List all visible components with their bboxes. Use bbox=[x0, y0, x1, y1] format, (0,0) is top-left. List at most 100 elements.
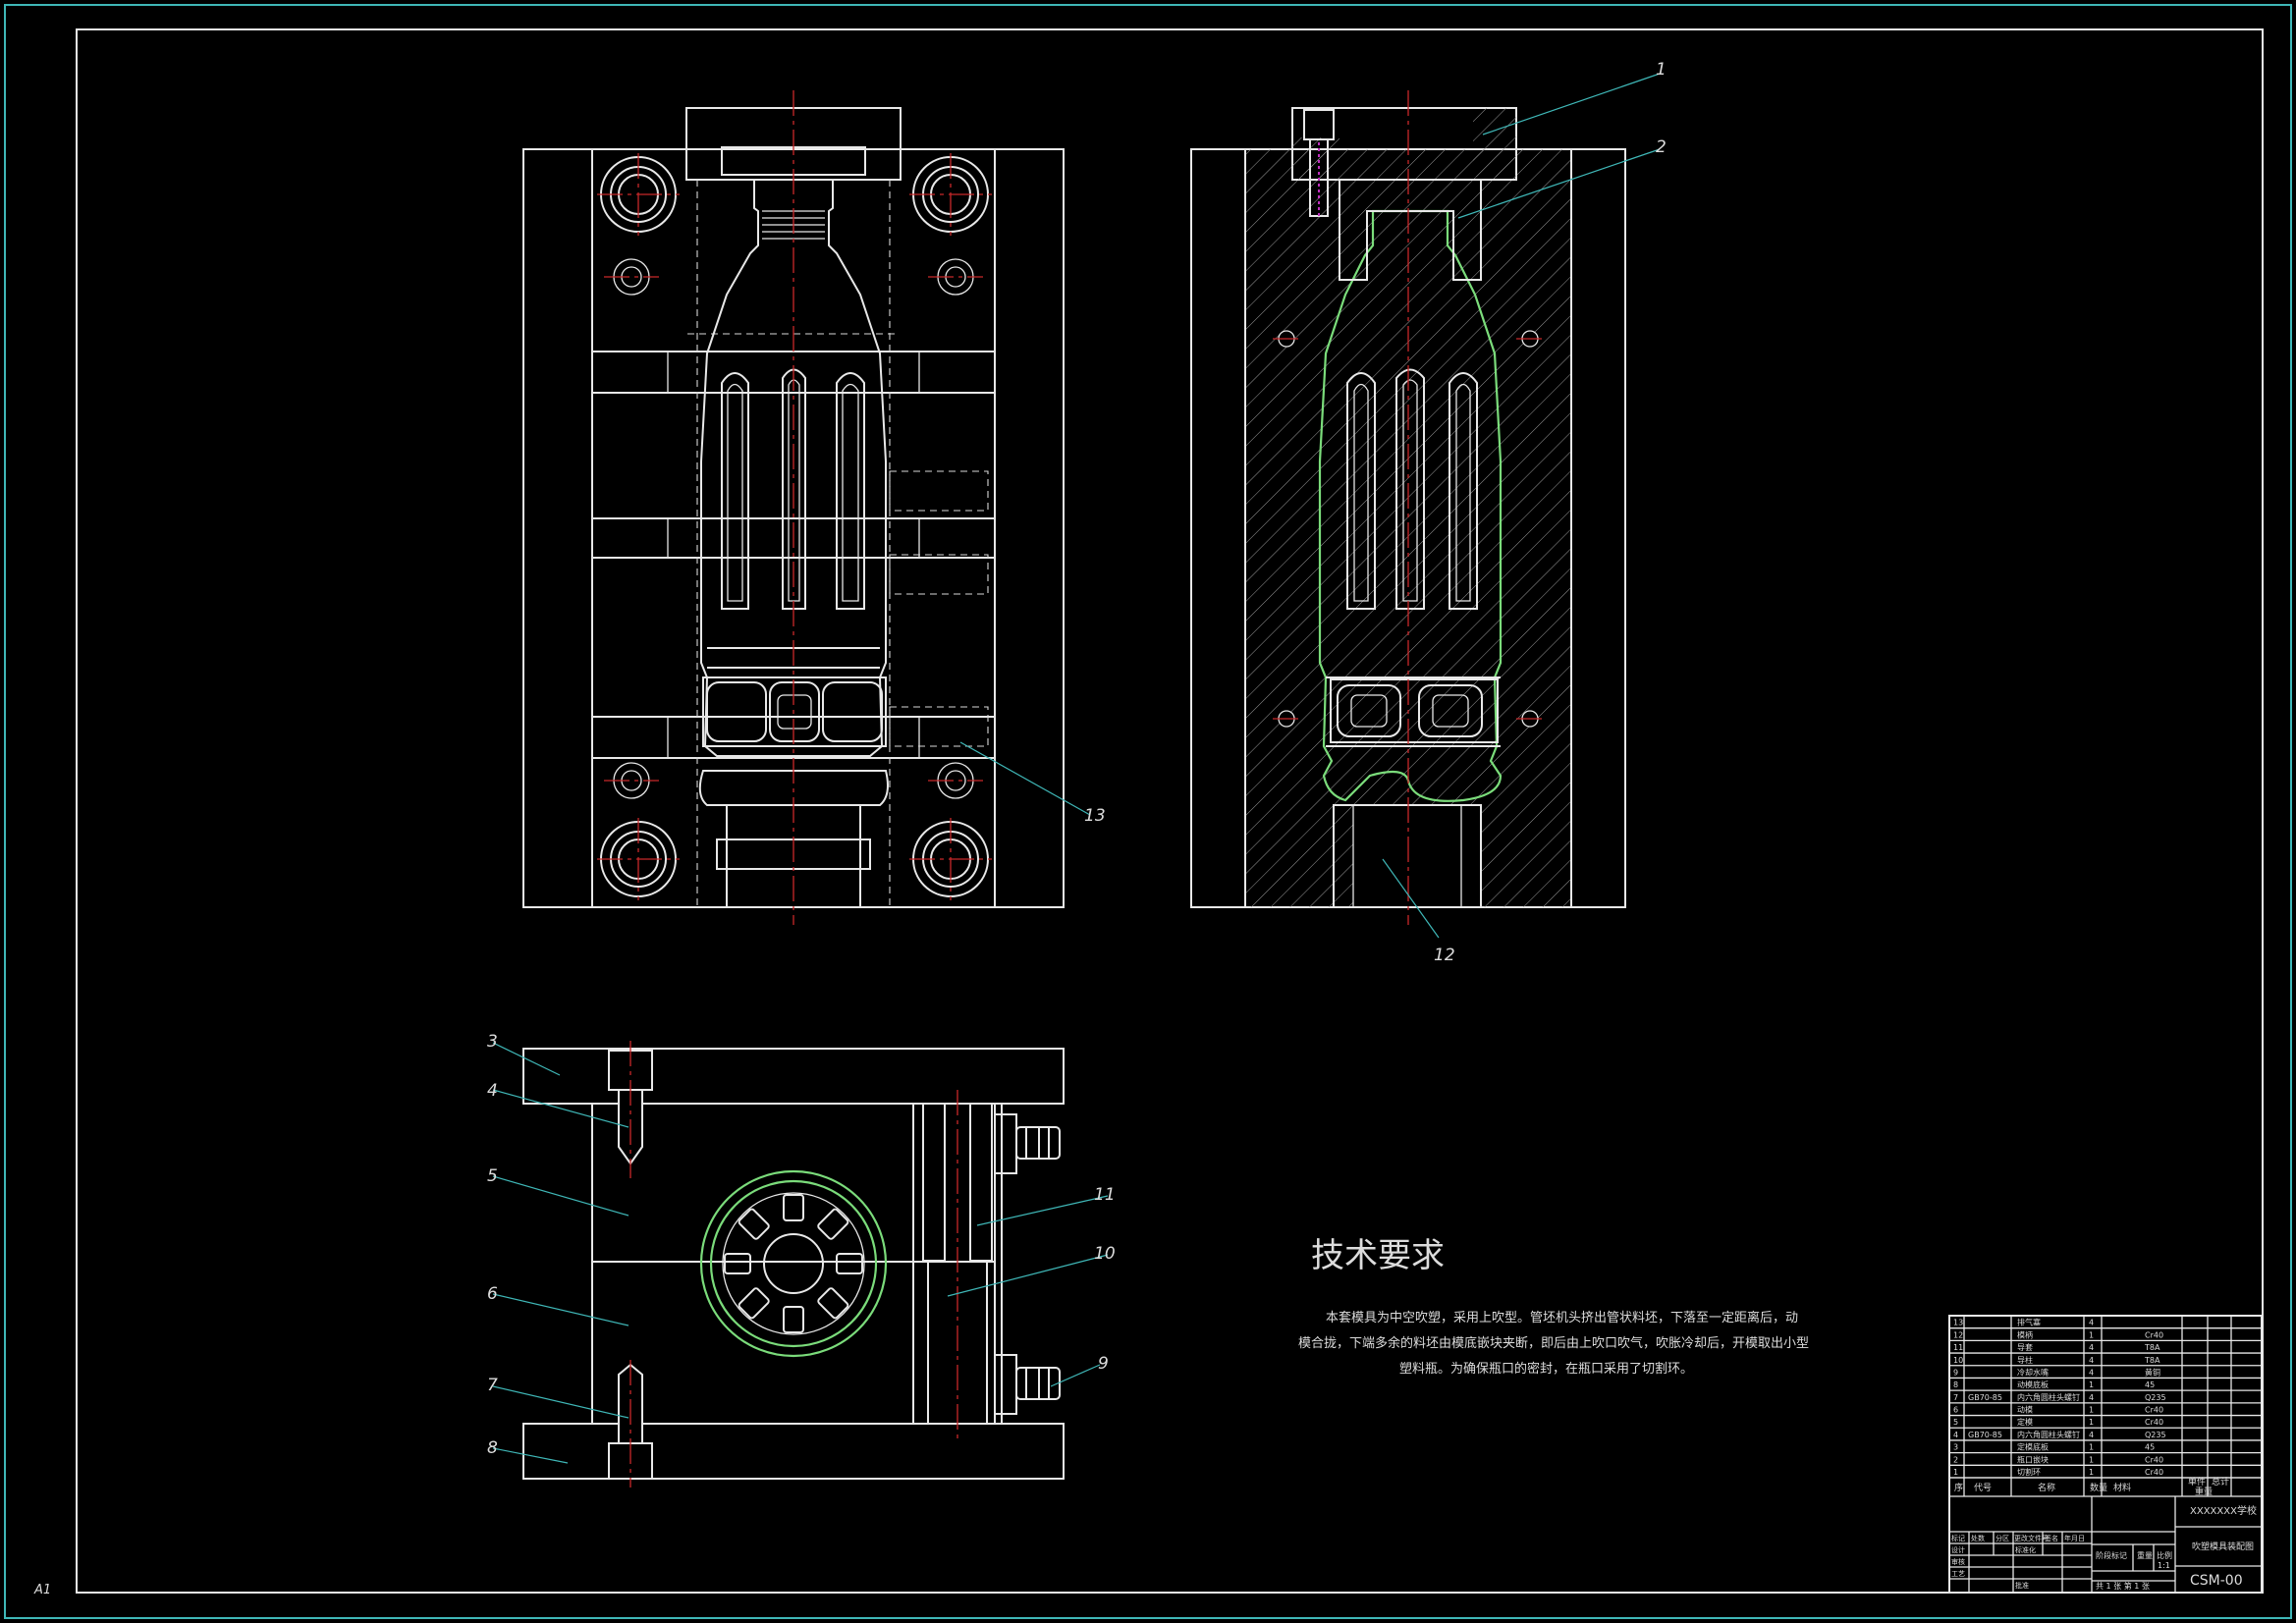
bom-cell-qty: 4 bbox=[2089, 1431, 2094, 1439]
bom-cell-mat: Q235 bbox=[2145, 1431, 2166, 1439]
bom-cell-qty: 4 bbox=[2089, 1319, 2094, 1327]
callout-10: 10 bbox=[1094, 1244, 1116, 1264]
bom-cell-name: 定模 bbox=[2017, 1417, 2033, 1427]
rev-label-5: 年月日 bbox=[2064, 1534, 2085, 1542]
bom-cell-name: 导套 bbox=[2017, 1342, 2033, 1352]
bom-cell-qty: 1 bbox=[2089, 1330, 2094, 1339]
people-labels: 设计 审核 工艺 标准化 批准 bbox=[1951, 1545, 2036, 1590]
person-label-1: 审核 bbox=[1951, 1557, 1965, 1566]
bom-cell-name: 排气塞 bbox=[2017, 1318, 2041, 1327]
bom-cell-mat: 45 bbox=[2145, 1380, 2155, 1389]
sheet-size-label: A1 bbox=[33, 1583, 51, 1597]
bom-cell-name: 冷却水嘴 bbox=[2017, 1367, 2049, 1377]
sheet-info: 共 1 张 第 1 张 bbox=[2096, 1581, 2150, 1591]
callout-numbers: 1 2 3 4 5 6 7 8 9 10 11 12 13 bbox=[487, 60, 1667, 1458]
bom-cell-qty: 4 bbox=[2089, 1393, 2094, 1402]
bom-cell-mat: Cr40 bbox=[2145, 1330, 2163, 1339]
bom-cell-no: 6 bbox=[1953, 1406, 1958, 1415]
bom-cell-qty: 1 bbox=[2089, 1406, 2094, 1415]
drawing-title: 吹塑模具装配图 bbox=[2192, 1541, 2254, 1552]
bom-header-code: 代号 bbox=[1974, 1483, 1992, 1493]
bom-cell-qty: 4 bbox=[2089, 1356, 2094, 1365]
drawing-number: CSM-00 bbox=[2190, 1573, 2243, 1589]
school-name: XXXXXXX学校 bbox=[2190, 1504, 2257, 1517]
bom-cell-name: 内六角圆柱头螺钉 bbox=[2017, 1430, 2080, 1439]
bom-cell-no: 7 bbox=[1953, 1393, 1958, 1402]
bom-cell-name: 瓶口嵌块 bbox=[2017, 1454, 2049, 1464]
callout-2: 2 bbox=[1656, 137, 1667, 157]
bom-cell-qty: 4 bbox=[2089, 1343, 2094, 1352]
person-label-3: 标准化 bbox=[2015, 1545, 2036, 1554]
bom-cell-no: 11 bbox=[1953, 1343, 1963, 1352]
bom-header-wt1: 单件 bbox=[2188, 1476, 2206, 1488]
top-view-bottom bbox=[522, 1041, 1065, 1488]
bom-cell-qty: 1 bbox=[2089, 1418, 2094, 1427]
callout-4: 4 bbox=[487, 1081, 498, 1101]
callout-12: 12 bbox=[1434, 946, 1455, 965]
bom-header-qty: 数量 bbox=[2090, 1482, 2107, 1493]
bom-cell-name: 内六角圆柱头螺钉 bbox=[2017, 1392, 2080, 1402]
weight-label: 重量 bbox=[2137, 1550, 2153, 1560]
bom-cell-qty: 1 bbox=[2089, 1455, 2094, 1464]
bom-cell-no: 13 bbox=[1953, 1319, 1963, 1327]
bom-cell-mat: Cr40 bbox=[2145, 1455, 2163, 1464]
callout-6: 6 bbox=[487, 1284, 498, 1304]
technical-requirements: 技术要求 本套模具为中空吹塑，采用上吹型。管坯机头挤出管状料坯，下落至一定距离后… bbox=[1298, 1236, 1809, 1377]
bom-cell-mat: T8A bbox=[2144, 1356, 2160, 1365]
bom-cell-code: GB70-85 bbox=[1968, 1431, 2002, 1439]
scale-value: 1:1 bbox=[2158, 1561, 2170, 1570]
bom-header-weight: 重量 bbox=[2195, 1486, 2213, 1497]
bom-cell-no: 2 bbox=[1953, 1455, 1958, 1464]
bom-cell-qty: 1 bbox=[2089, 1380, 2094, 1389]
bom-cell-no: 5 bbox=[1953, 1418, 1958, 1427]
bom-cell-no: 12 bbox=[1953, 1330, 1963, 1339]
rev-label-4: 签名 bbox=[2045, 1534, 2058, 1542]
bom-cell-mat: Q235 bbox=[2145, 1393, 2166, 1402]
bom-header-name: 名称 bbox=[2038, 1482, 2055, 1493]
bom-cell-mat: Cr40 bbox=[2145, 1468, 2163, 1477]
side-section-view bbox=[1190, 90, 1626, 925]
bom-cell-mat: 45 bbox=[2145, 1443, 2155, 1452]
bom-cell-name: 定模底板 bbox=[2017, 1442, 2049, 1452]
bom-cell-name: 导柱 bbox=[2017, 1355, 2033, 1365]
bom-cell-no: 8 bbox=[1953, 1380, 1958, 1389]
tech-req-title: 技术要求 bbox=[1311, 1236, 1445, 1275]
rev-label-0: 标记 bbox=[1951, 1534, 1965, 1542]
callout-1: 1 bbox=[1656, 60, 1667, 80]
bom-cell-qty: 1 bbox=[2089, 1468, 2094, 1477]
tech-req-line-1: 本套模具为中空吹塑，采用上吹型。管坯机头挤出管状料坯，下落至一定距离后，动 bbox=[1326, 1310, 1798, 1325]
callout-5: 5 bbox=[487, 1166, 498, 1186]
callout-7: 7 bbox=[487, 1376, 498, 1395]
revision-labels: 标记 处数 分区 更改文件号 签名 年月日 bbox=[1951, 1534, 2085, 1542]
bom-header-no: 序 bbox=[1954, 1482, 1963, 1493]
rev-label-1: 处数 bbox=[1971, 1534, 1985, 1542]
scale-label: 比例 bbox=[2157, 1550, 2172, 1560]
bom-cell-no: 3 bbox=[1953, 1443, 1958, 1452]
bom-cell-mat: 黄铜 bbox=[2145, 1367, 2160, 1377]
bom-cell-name: 动模 bbox=[2017, 1405, 2033, 1415]
inner-border bbox=[76, 28, 2264, 1594]
bom-cell-name: 动模底板 bbox=[2017, 1380, 2049, 1389]
outer-border bbox=[4, 4, 2292, 1619]
bom-cell-name: 切割环 bbox=[2017, 1467, 2041, 1477]
tech-req-line-2: 模合拢，下端多余的料坯由模底嵌块夹断，即后由上吹口吹气，吹胀冷却后，开模取出小型 bbox=[1298, 1335, 1809, 1351]
stage-label: 阶段标记 bbox=[2096, 1550, 2127, 1560]
bom-cell-mat: Cr40 bbox=[2145, 1406, 2163, 1415]
bom-cell-qty: 4 bbox=[2089, 1368, 2094, 1377]
callout-13: 13 bbox=[1084, 806, 1106, 826]
tech-req-line-3: 塑料瓶。为确保瓶口的密封，在瓶口采用了切割环。 bbox=[1399, 1361, 1693, 1377]
bom-cell-no: 1 bbox=[1953, 1468, 1958, 1477]
callout-9: 9 bbox=[1098, 1354, 1109, 1374]
bom-header-wt2: 总计 bbox=[2212, 1476, 2229, 1488]
bom-cell-no: 9 bbox=[1953, 1368, 1958, 1377]
bom-cell-code: GB70-85 bbox=[1968, 1393, 2002, 1402]
callout-8: 8 bbox=[487, 1438, 498, 1458]
bom-cell-name: 模柄 bbox=[2017, 1329, 2033, 1339]
callout-11: 11 bbox=[1094, 1185, 1116, 1205]
callout-3: 3 bbox=[487, 1032, 498, 1052]
person-label-4: 批准 bbox=[2015, 1581, 2029, 1590]
front-view-left bbox=[522, 90, 1065, 925]
bom-cell-no: 10 bbox=[1953, 1356, 1963, 1365]
